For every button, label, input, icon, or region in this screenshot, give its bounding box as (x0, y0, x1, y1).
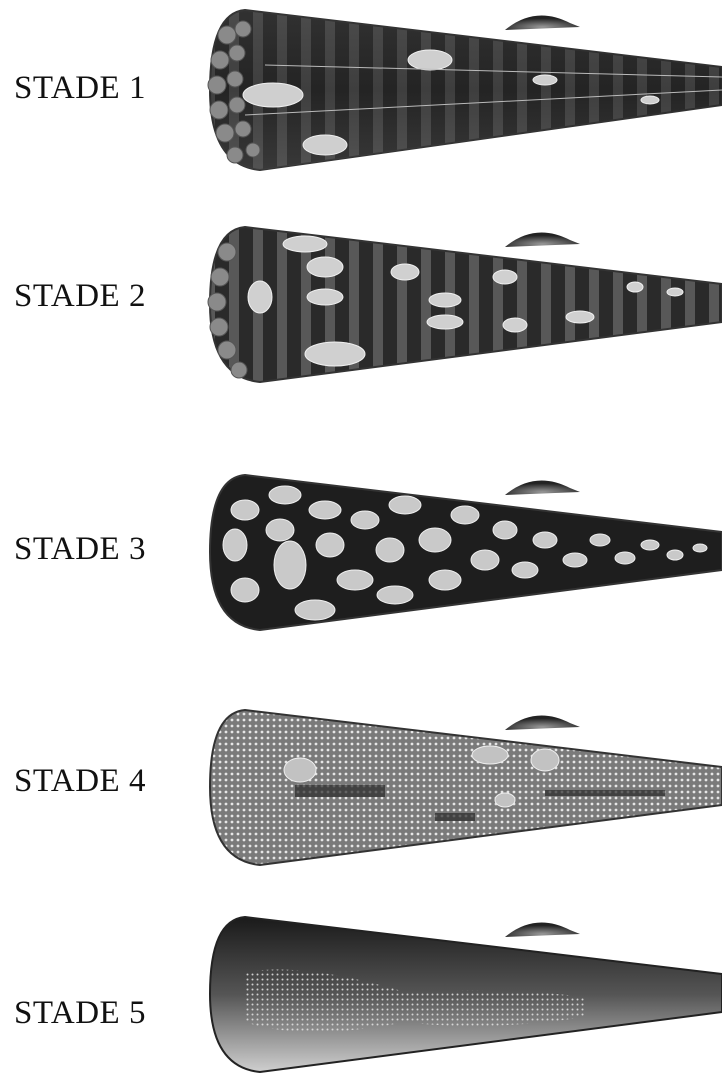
stage-2-illustration (205, 222, 722, 392)
stage-3-illustration (205, 470, 722, 640)
stage-5-illustration (205, 912, 722, 1082)
stage-2-label: STADE 2 (14, 280, 146, 313)
stage-4-label: STADE 4 (14, 765, 146, 798)
stage-5-label: STADE 5 (14, 997, 146, 1030)
stage-4-illustration (205, 705, 722, 875)
stage-3-label: STADE 3 (14, 533, 146, 566)
stage-1-label: STADE 1 (14, 72, 146, 105)
stage-1-illustration (205, 5, 722, 175)
